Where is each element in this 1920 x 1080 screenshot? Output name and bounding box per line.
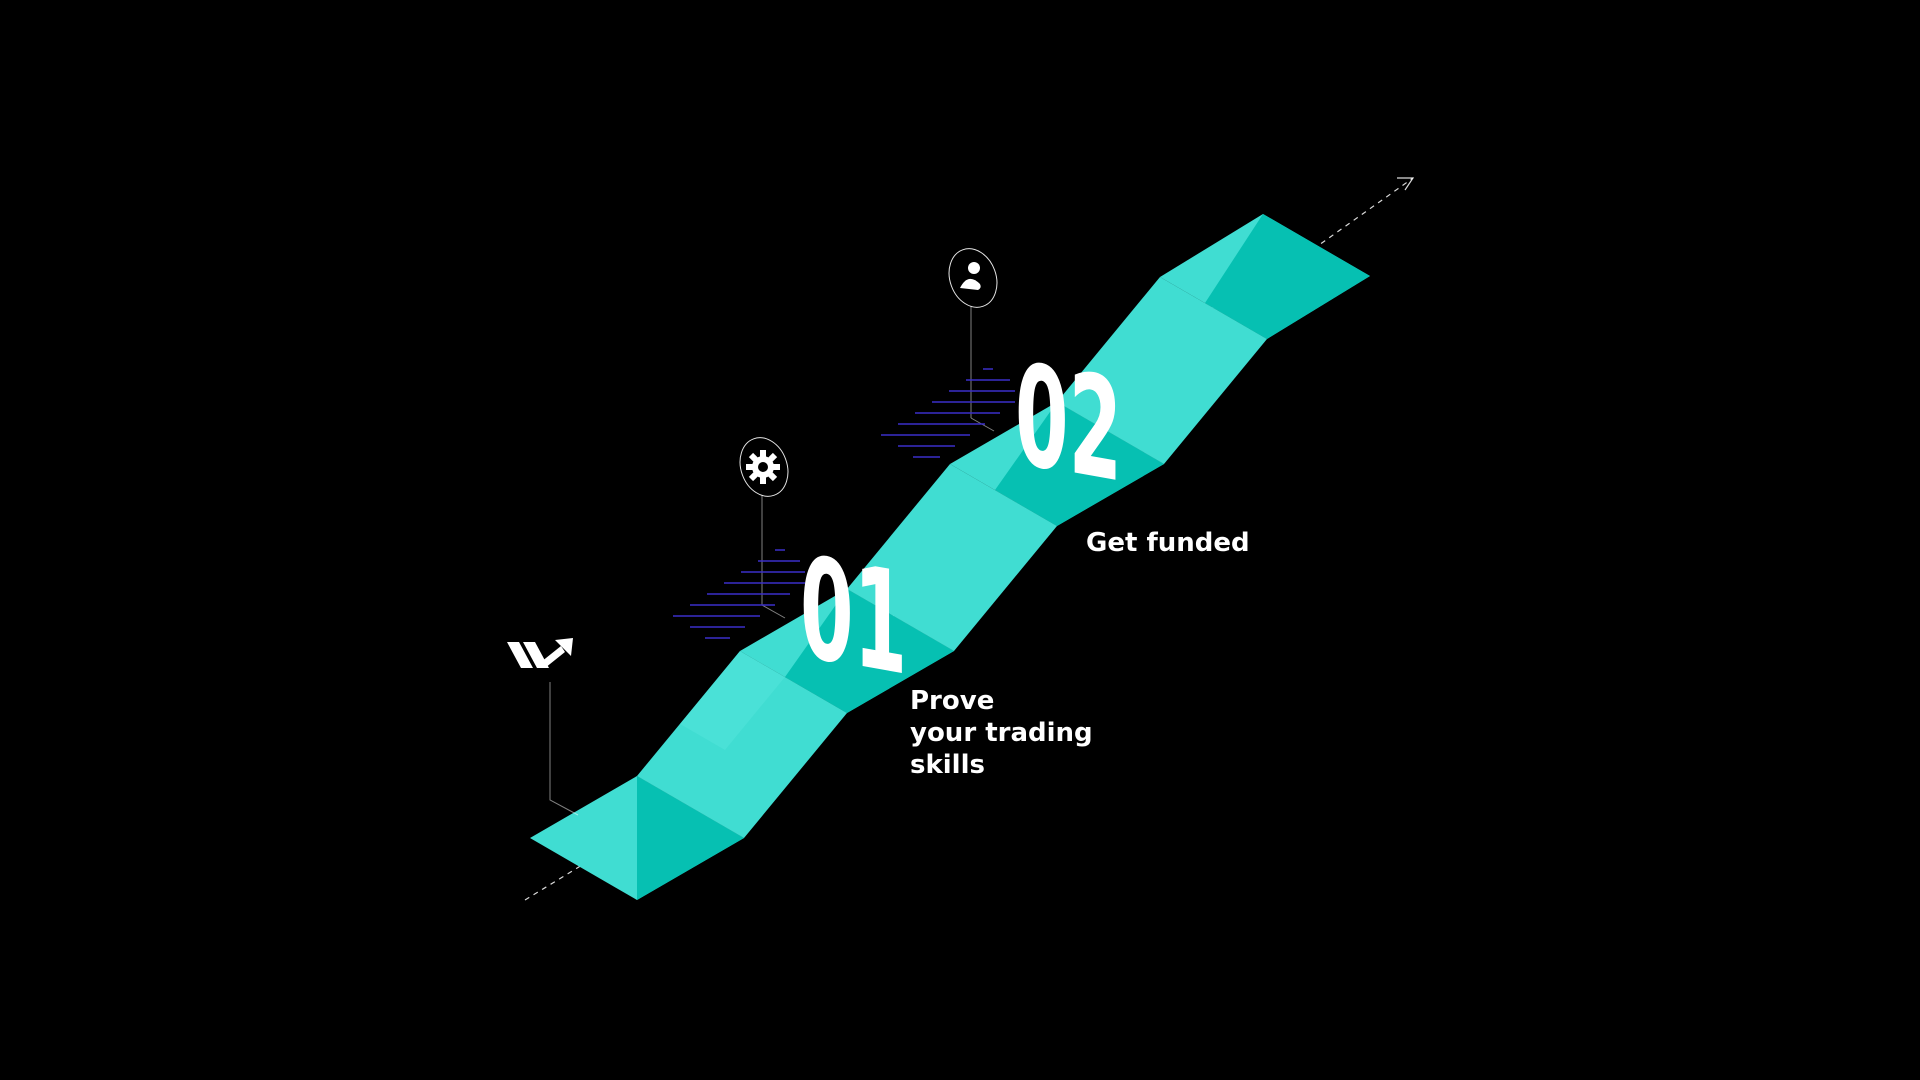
step2-label: Get funded (1086, 527, 1346, 559)
step-number-1: 01 (800, 525, 907, 707)
svg-text:01: 01 (800, 525, 907, 707)
step-riser-2 (847, 464, 1057, 651)
step1-label-line-2: your trading (910, 718, 1093, 748)
dashed-path-arrow (524, 177, 1415, 901)
step2-label-line-1: Get funded (1086, 528, 1250, 558)
hatch-lines-2 (881, 368, 1015, 458)
step1-label-line-3: skills (910, 750, 985, 780)
svg-text:02: 02 (1015, 332, 1122, 514)
step2-marker (881, 248, 1015, 458)
step-flat-3-shade (995, 402, 1164, 526)
step-flat-1-shade (637, 776, 744, 900)
hatch-lines-1 (673, 549, 805, 639)
step-riser-3 (1057, 277, 1267, 464)
step-riser-1 (637, 651, 847, 838)
person-icon (960, 262, 981, 290)
start-marker (507, 638, 579, 816)
step-riser-1-shade (680, 651, 785, 750)
gear-icon (746, 450, 780, 484)
step-flat-4-shade (1205, 214, 1370, 339)
step1-label: Prove your trading skills (910, 685, 1150, 781)
step1-marker (673, 437, 805, 639)
staircase (530, 214, 1370, 900)
step1-label-line-1: Prove (910, 686, 995, 716)
logo-arrow-icon (507, 638, 573, 668)
step-flat-2-shade (785, 589, 954, 713)
step-number-2: 02 (1015, 332, 1122, 514)
